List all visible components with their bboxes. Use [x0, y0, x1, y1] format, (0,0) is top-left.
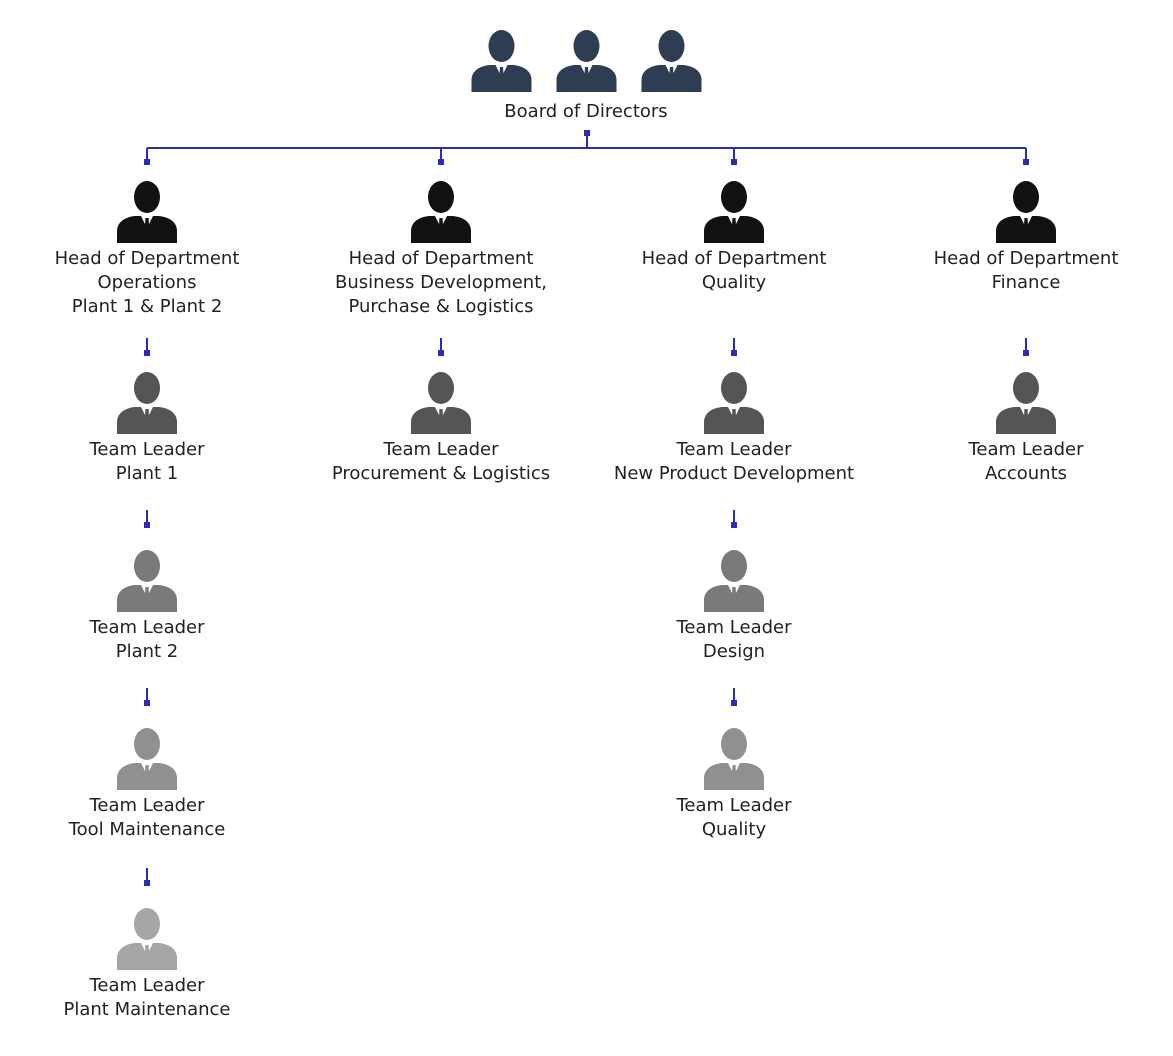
person-suit-icon: [117, 550, 177, 612]
team-leader-3-2-label-line: Team Leader: [676, 617, 792, 638]
team-leader-3-1-label-line: New Product Development: [613, 463, 855, 484]
team-leader-1-4-label-line: Team Leader: [89, 975, 205, 996]
person-suit-icon: [117, 728, 177, 790]
head-connector-node-3: [731, 159, 737, 165]
head-of-department-2-label-line: Purchase & Logistics: [348, 296, 534, 317]
person-suit-icon: [117, 181, 177, 243]
head-connector-node-1: [144, 159, 150, 165]
head-of-department-2-label-line: Head of Department: [348, 248, 534, 269]
team-leader-1-3-label-line: Team Leader: [89, 795, 205, 816]
team-leader-2-1-label-line: Procurement & Logistics: [331, 463, 551, 484]
team-leader-1-4-label-line: Plant Maintenance: [63, 999, 231, 1020]
team-leader-4-1-label-line: Accounts: [984, 463, 1068, 484]
head-of-department-4-label-line: Finance: [991, 272, 1061, 293]
team-leader-1-1-label-line: Plant 1: [115, 463, 179, 484]
head-connector-node-4: [1023, 159, 1029, 165]
member-connector-node-3-1: [731, 350, 737, 356]
board-of-directors: Board of Directors: [436, 30, 736, 124]
head-of-department-2-label-line: Business Development,: [335, 272, 547, 293]
person-suit-icon: [556, 30, 616, 92]
head-of-department-3-label-line: Head of Department: [641, 248, 827, 269]
team-leader-1-3-label-line: Tool Maintenance: [68, 819, 226, 840]
person-suit-icon: [641, 30, 701, 92]
person-suit-icon: [704, 372, 764, 434]
board-icon-group: [436, 30, 736, 92]
head-of-department-1-label-line: Operations: [97, 272, 197, 293]
team-leader-3-2-label-line: Design: [702, 641, 766, 662]
member-connector-node-4-1: [1023, 350, 1029, 356]
head-connector-node-2: [438, 159, 444, 165]
team-leader-4-1-label-line: Team Leader: [968, 439, 1084, 460]
team-leader-1-1-label-line: Team Leader: [89, 439, 205, 460]
team-leader-1-2-label-line: Plant 2: [115, 641, 179, 662]
person-suit-icon: [471, 30, 531, 92]
board-title: Board of Directors: [504, 101, 668, 122]
team-leader-3-1-label-line: Team Leader: [676, 439, 792, 460]
head-of-department-4-label-line: Head of Department: [933, 248, 1119, 269]
team-leader-1-2-label-line: Team Leader: [89, 617, 205, 638]
member-connector-node-3-2: [731, 522, 737, 528]
person-suit-icon: [996, 181, 1056, 243]
team-leader-3-3-label-line: Team Leader: [676, 795, 792, 816]
member-connector-node-3-3: [731, 700, 737, 706]
member-connector-node-2-1: [438, 350, 444, 356]
person-suit-icon: [117, 908, 177, 970]
member-connector-node-1-1: [144, 350, 150, 356]
head-of-department-1-label-line: Plant 1 & Plant 2: [71, 296, 223, 317]
head-of-department-3-label-line: Quality: [701, 272, 767, 293]
team-leader-3-3-label-line: Quality: [701, 819, 767, 840]
member-connector-node-1-2: [144, 522, 150, 528]
person-suit-icon: [117, 372, 177, 434]
person-suit-icon: [704, 550, 764, 612]
head-of-department-1-label-line: Head of Department: [54, 248, 240, 269]
person-suit-icon: [704, 181, 764, 243]
person-suit-icon: [411, 181, 471, 243]
person-suit-icon: [411, 372, 471, 434]
person-suit-icon: [704, 728, 764, 790]
member-connector-node-1-4: [144, 880, 150, 886]
person-suit-icon: [996, 372, 1056, 434]
team-leader-2-1-label-line: Team Leader: [383, 439, 499, 460]
member-connector-node-1-3: [144, 700, 150, 706]
